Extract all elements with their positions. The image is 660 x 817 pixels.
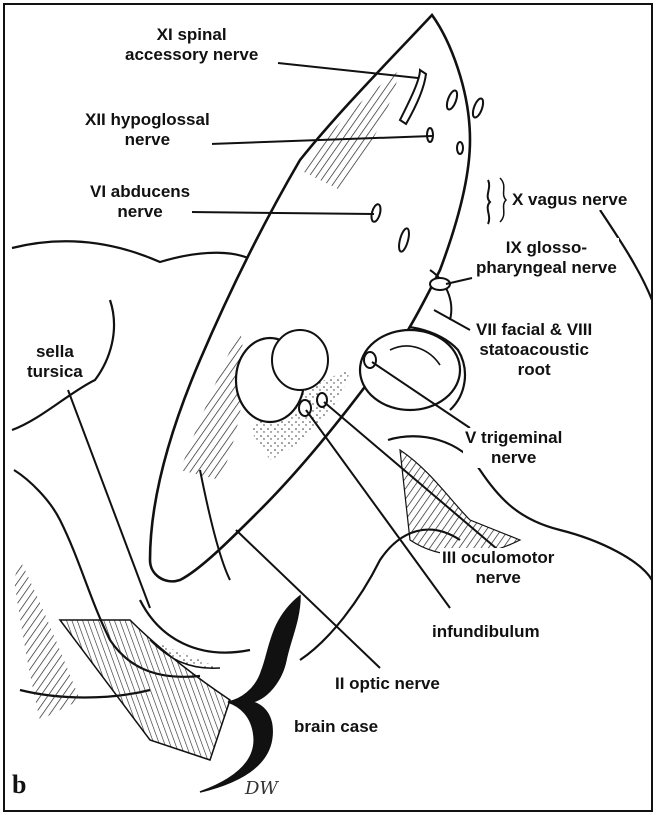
label-x-vagus-nerve: X vagus nerve bbox=[510, 190, 629, 210]
label-sella-tursica: sella tursica bbox=[25, 342, 85, 382]
label-iii-oculomotor-nerve: III oculomotor nerve bbox=[440, 548, 556, 588]
braincase-shading bbox=[60, 620, 230, 760]
label-brain-case: brain case bbox=[292, 717, 380, 737]
panel-letter: b bbox=[12, 770, 26, 800]
label-xi-spinal-accessory-nerve: XI spinal accessory nerve bbox=[123, 25, 260, 65]
artist-signature: DW bbox=[245, 778, 278, 799]
label-vii-facial-viii-statoacoustic-root: VII facial & VIII statoacoustic root bbox=[474, 320, 594, 380]
label-ix-glossopharyngeal-nerve: IX glosso- pharyngeal nerve bbox=[474, 238, 619, 278]
label-infundibulum: infundibulum bbox=[430, 622, 542, 642]
label-vi-abducens-nerve: VI abducens nerve bbox=[88, 182, 192, 222]
label-xii-hypoglossal-nerve: XII hypoglossal nerve bbox=[83, 110, 212, 150]
label-ii-optic-nerve: II optic nerve bbox=[333, 674, 442, 694]
label-v-trigeminal-nerve: V trigeminal nerve bbox=[463, 428, 564, 468]
